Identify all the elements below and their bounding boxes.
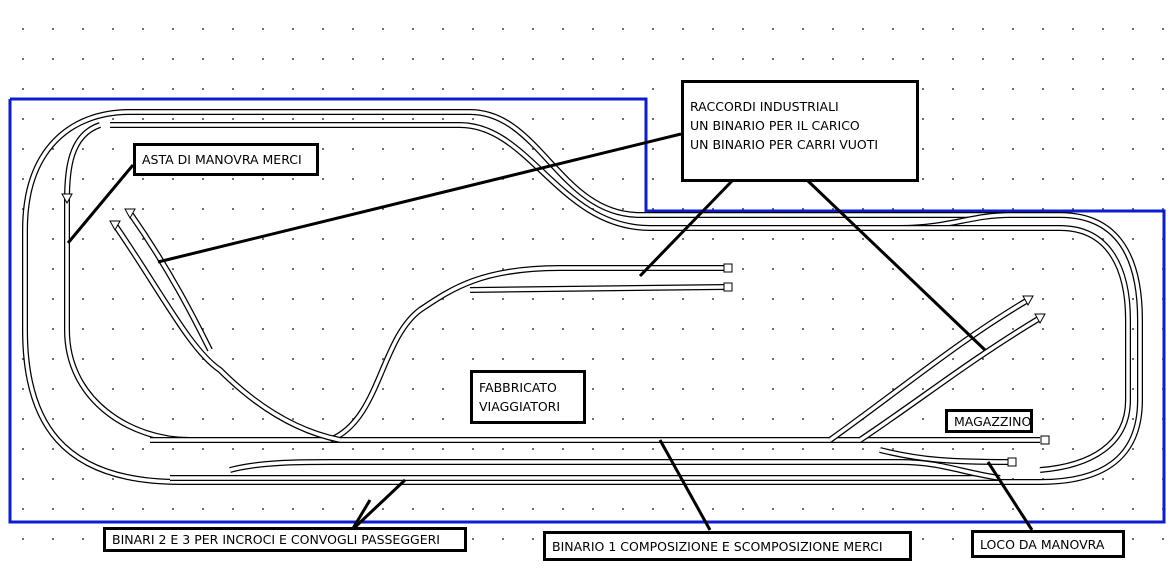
label-asta-di-manovra: ASTA DI MANOVRA MERCI [133,143,319,176]
buffer-stop-icon [1040,435,1050,445]
label-loco-da-manovra: LOCO DA MANOVRA [971,530,1125,558]
track-outer-loop-bed [23,110,1142,484]
label-text: FABBRICATO [479,380,557,395]
track-inner-right-loop-bed [900,226,1130,472]
label-text: ASTA DI MANOVRA MERCI [142,152,302,167]
leader-asta [66,164,135,244]
track-right-siding-b-bed [859,316,1041,442]
buffer-stop-icon [1007,457,1017,467]
leader-binario1 [658,439,712,531]
label-binario-1: BINARIO 1 COMPOSIZIONE E SCOMPOSIZIONE M… [543,531,912,561]
baseboard-outline [8,97,1166,524]
label-text: BINARIO 1 COMPOSIZIONE E SCOMPOSIZIONE M… [552,539,883,554]
buffer-stop-icon [723,282,733,292]
buffer-stop-icon [723,263,733,273]
label-text: UN BINARIO PER IL CARICO [690,118,860,133]
buffer-stop-icon [124,208,136,220]
label-magazzino: MAGAZZINO [945,409,1033,433]
track-right-siding-a-bed [828,298,1029,442]
label-text: UN BINARIO PER CARRI VUOTI [690,137,879,152]
buffer-stop-icon [1022,295,1034,307]
label-text: BINARI 2 E 3 PER INCROCI E CONVOGLI PASS… [112,532,440,547]
track-left-siding-b-bed [128,211,212,351]
label-text: RACCORDI INDUSTRIALI [690,99,839,114]
buffer-stop-icon [109,220,121,232]
track-left-siding-a [112,223,341,443]
track-inner-loop-top-bed [110,123,1011,230]
label-raccordi-industriali: RACCORDI INDUSTRIALI UN BINARIO PER IL C… [681,80,919,182]
leader-loco [986,461,1034,531]
track-siding-carico-bed [469,285,726,292]
buffer-stop-icon [1034,313,1046,325]
leader-raccordi-2 [638,179,734,278]
leader-raccordi-1 [157,132,682,264]
leader-binari23-2 [350,499,372,531]
track-inner-left-bed [65,123,191,442]
track-track-3-bed [229,460,1001,480]
track-inner-right-loop [900,225,1131,473]
track-siding-loop-curve-bed [329,266,725,442]
track-left-siding-a-bed [113,224,341,442]
buffer-stop-icon [61,193,73,205]
track-lower-right-siding-bed [879,448,1011,464]
label-text: MAGAZZINO [954,414,1032,429]
leader-raccordi-3 [806,179,987,352]
label-fabbricato-viaggiatori: FABBRICATO VIAGGIATORI [470,370,586,424]
label-binari-2-3: BINARI 2 E 3 PER INCROCI E CONVOGLI PASS… [103,527,467,552]
label-text: LOCO DA MANOVRA [980,537,1105,552]
leader-binari23-1 [350,478,407,532]
label-text: VIAGGIATORI [479,399,561,414]
leader-lines [66,132,1034,532]
